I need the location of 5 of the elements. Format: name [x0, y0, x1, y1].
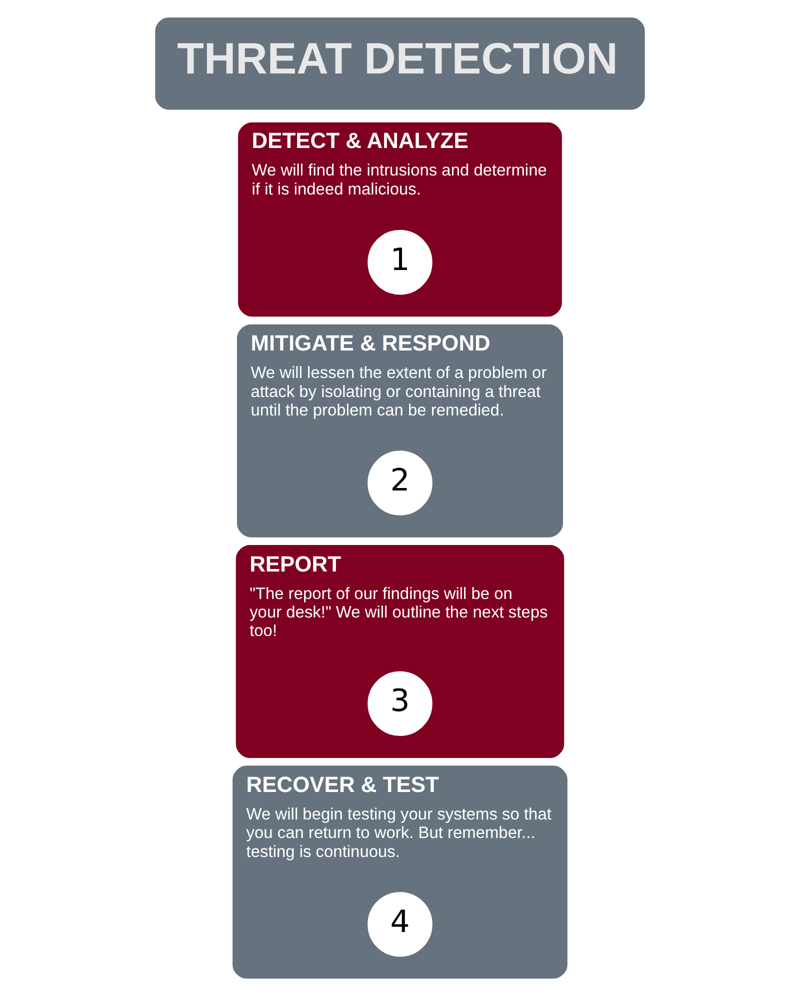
node-circle: 3 [368, 671, 432, 736]
diagram-title: THREAT DETECTION [177, 34, 618, 84]
node-circle: 4 [368, 892, 432, 957]
node-circle: 1 [368, 230, 432, 295]
node-circle: 2 [368, 450, 432, 516]
